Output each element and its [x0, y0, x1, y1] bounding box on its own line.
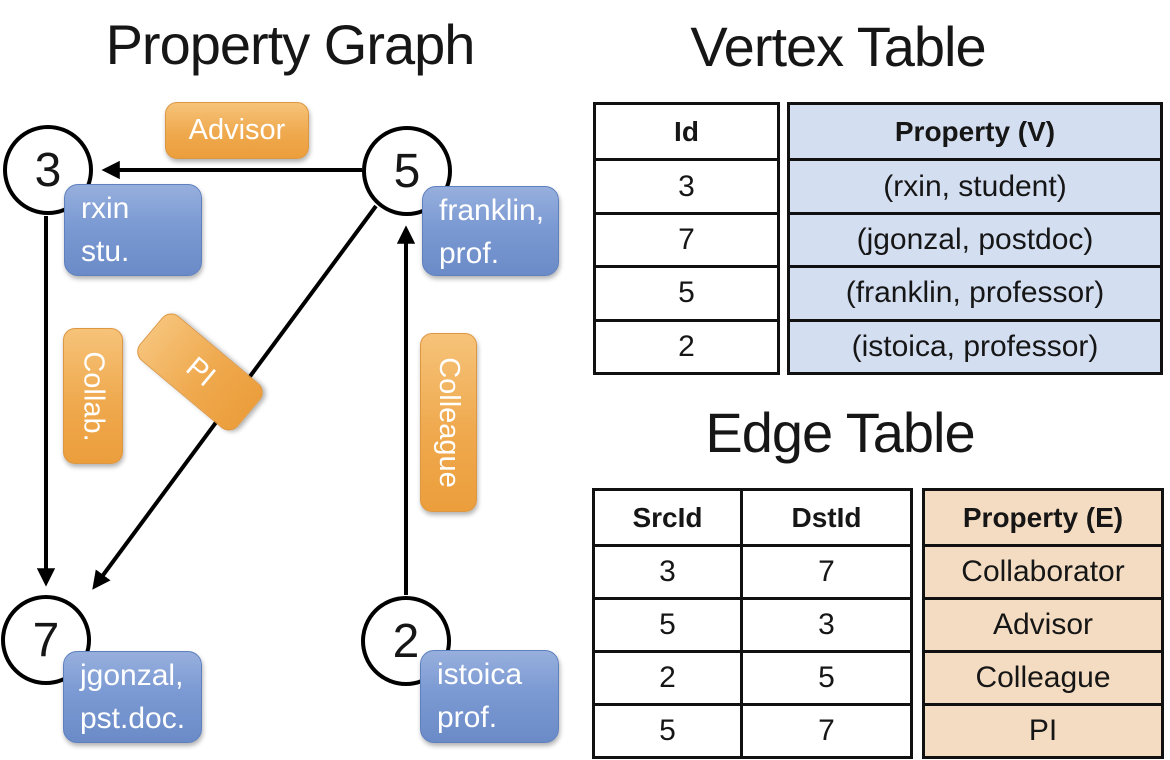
vertex-label-line: jgonzal, — [80, 659, 184, 692]
vertex-table-header-property: Property (V) — [790, 105, 1160, 159]
table-cell: 2 — [596, 318, 777, 372]
table-cell: 3 — [595, 544, 740, 597]
vertex-label-line: prof. — [437, 701, 498, 734]
table-cell: 3 — [596, 158, 777, 211]
table-cell: (franklin, professor) — [790, 265, 1160, 319]
vertex-label-line: franklin, — [439, 194, 545, 227]
node-2-id: 2 — [392, 614, 420, 668]
edge-label-advisor: Advisor — [165, 102, 309, 159]
table-cell: 7 — [740, 703, 910, 756]
vertex-label-franklin: franklin, prof. — [422, 186, 559, 276]
vertex-label-line: stu. — [81, 235, 130, 268]
vertex-table-header-id: Id — [674, 115, 699, 147]
vertex-label-istoica: istoica prof. — [420, 650, 559, 743]
table-cell: (rxin, student) — [790, 158, 1160, 212]
table-cell: 5 — [740, 650, 910, 703]
vertex-label-line: istoica — [437, 658, 523, 691]
edge-label-colleague-text: Colleague — [433, 357, 466, 488]
node-5-id: 5 — [393, 144, 421, 198]
table-cell: 5 — [596, 265, 777, 318]
table-cell: 3 — [740, 597, 910, 650]
vertex-label-jgonzal: jgonzal, pst.doc. — [63, 651, 202, 743]
table-cell: 7 — [740, 544, 910, 597]
table-cell: (istoica, professor) — [790, 318, 1160, 372]
edge-table-title: Edge Table — [705, 401, 975, 464]
table-cell: 5 — [595, 703, 740, 756]
table-cell: 7 — [596, 211, 777, 265]
table-cell: 2 — [595, 650, 740, 703]
vertex-table-title: Vertex Table — [690, 15, 986, 78]
edge-table-header-property: Property (E) — [925, 491, 1161, 544]
table-cell: PI — [925, 703, 1161, 756]
table-cell: (jgonzal, postdoc) — [790, 211, 1160, 266]
table-cell: Colleague — [925, 650, 1161, 703]
node-3-id: 3 — [34, 143, 62, 197]
graph-node-2: 2 — [361, 596, 451, 686]
vertex-label-rxin: rxin stu. — [64, 184, 202, 276]
graph-node-5: 5 — [362, 126, 452, 216]
table-cell: Collaborator — [925, 544, 1161, 597]
edge-table-header-dstid: DstId — [740, 491, 910, 544]
vertex-label-line: pst.doc. — [80, 702, 186, 735]
table-cell: Advisor — [925, 597, 1161, 650]
edge-label-collab-text: Collab. — [77, 350, 110, 442]
edge-table: SrcId DstId 3 7 5 3 2 5 5 7 Property (E)… — [592, 488, 1164, 759]
table-cell: 5 — [595, 597, 740, 650]
vertex-table-id-column: Id 3 7 5 2 — [593, 102, 780, 375]
node-7-id: 7 — [32, 613, 60, 667]
edge-table-id-columns: SrcId DstId 3 7 5 3 2 5 5 7 — [592, 488, 913, 759]
edge-table-header-srcid: SrcId — [632, 501, 703, 533]
edge-table-property-column: Property (E) Collaborator Advisor Collea… — [922, 488, 1164, 759]
edge-label-advisor-text: Advisor — [188, 114, 286, 146]
property-graph-title: Property Graph — [105, 13, 476, 76]
vertex-table-property-column: Property (V) (rxin, student) (jgonzal, p… — [787, 102, 1163, 375]
edge-label-collab: Collab. — [63, 328, 123, 464]
vertex-label-line: prof. — [439, 237, 500, 270]
vertex-table: Id 3 7 5 2 Property (V) (rxin, student) … — [593, 102, 1163, 375]
vertex-label-line: rxin — [81, 192, 130, 225]
edge-label-colleague: Colleague — [420, 333, 477, 512]
edge-label-pi-text: PI — [179, 350, 222, 393]
